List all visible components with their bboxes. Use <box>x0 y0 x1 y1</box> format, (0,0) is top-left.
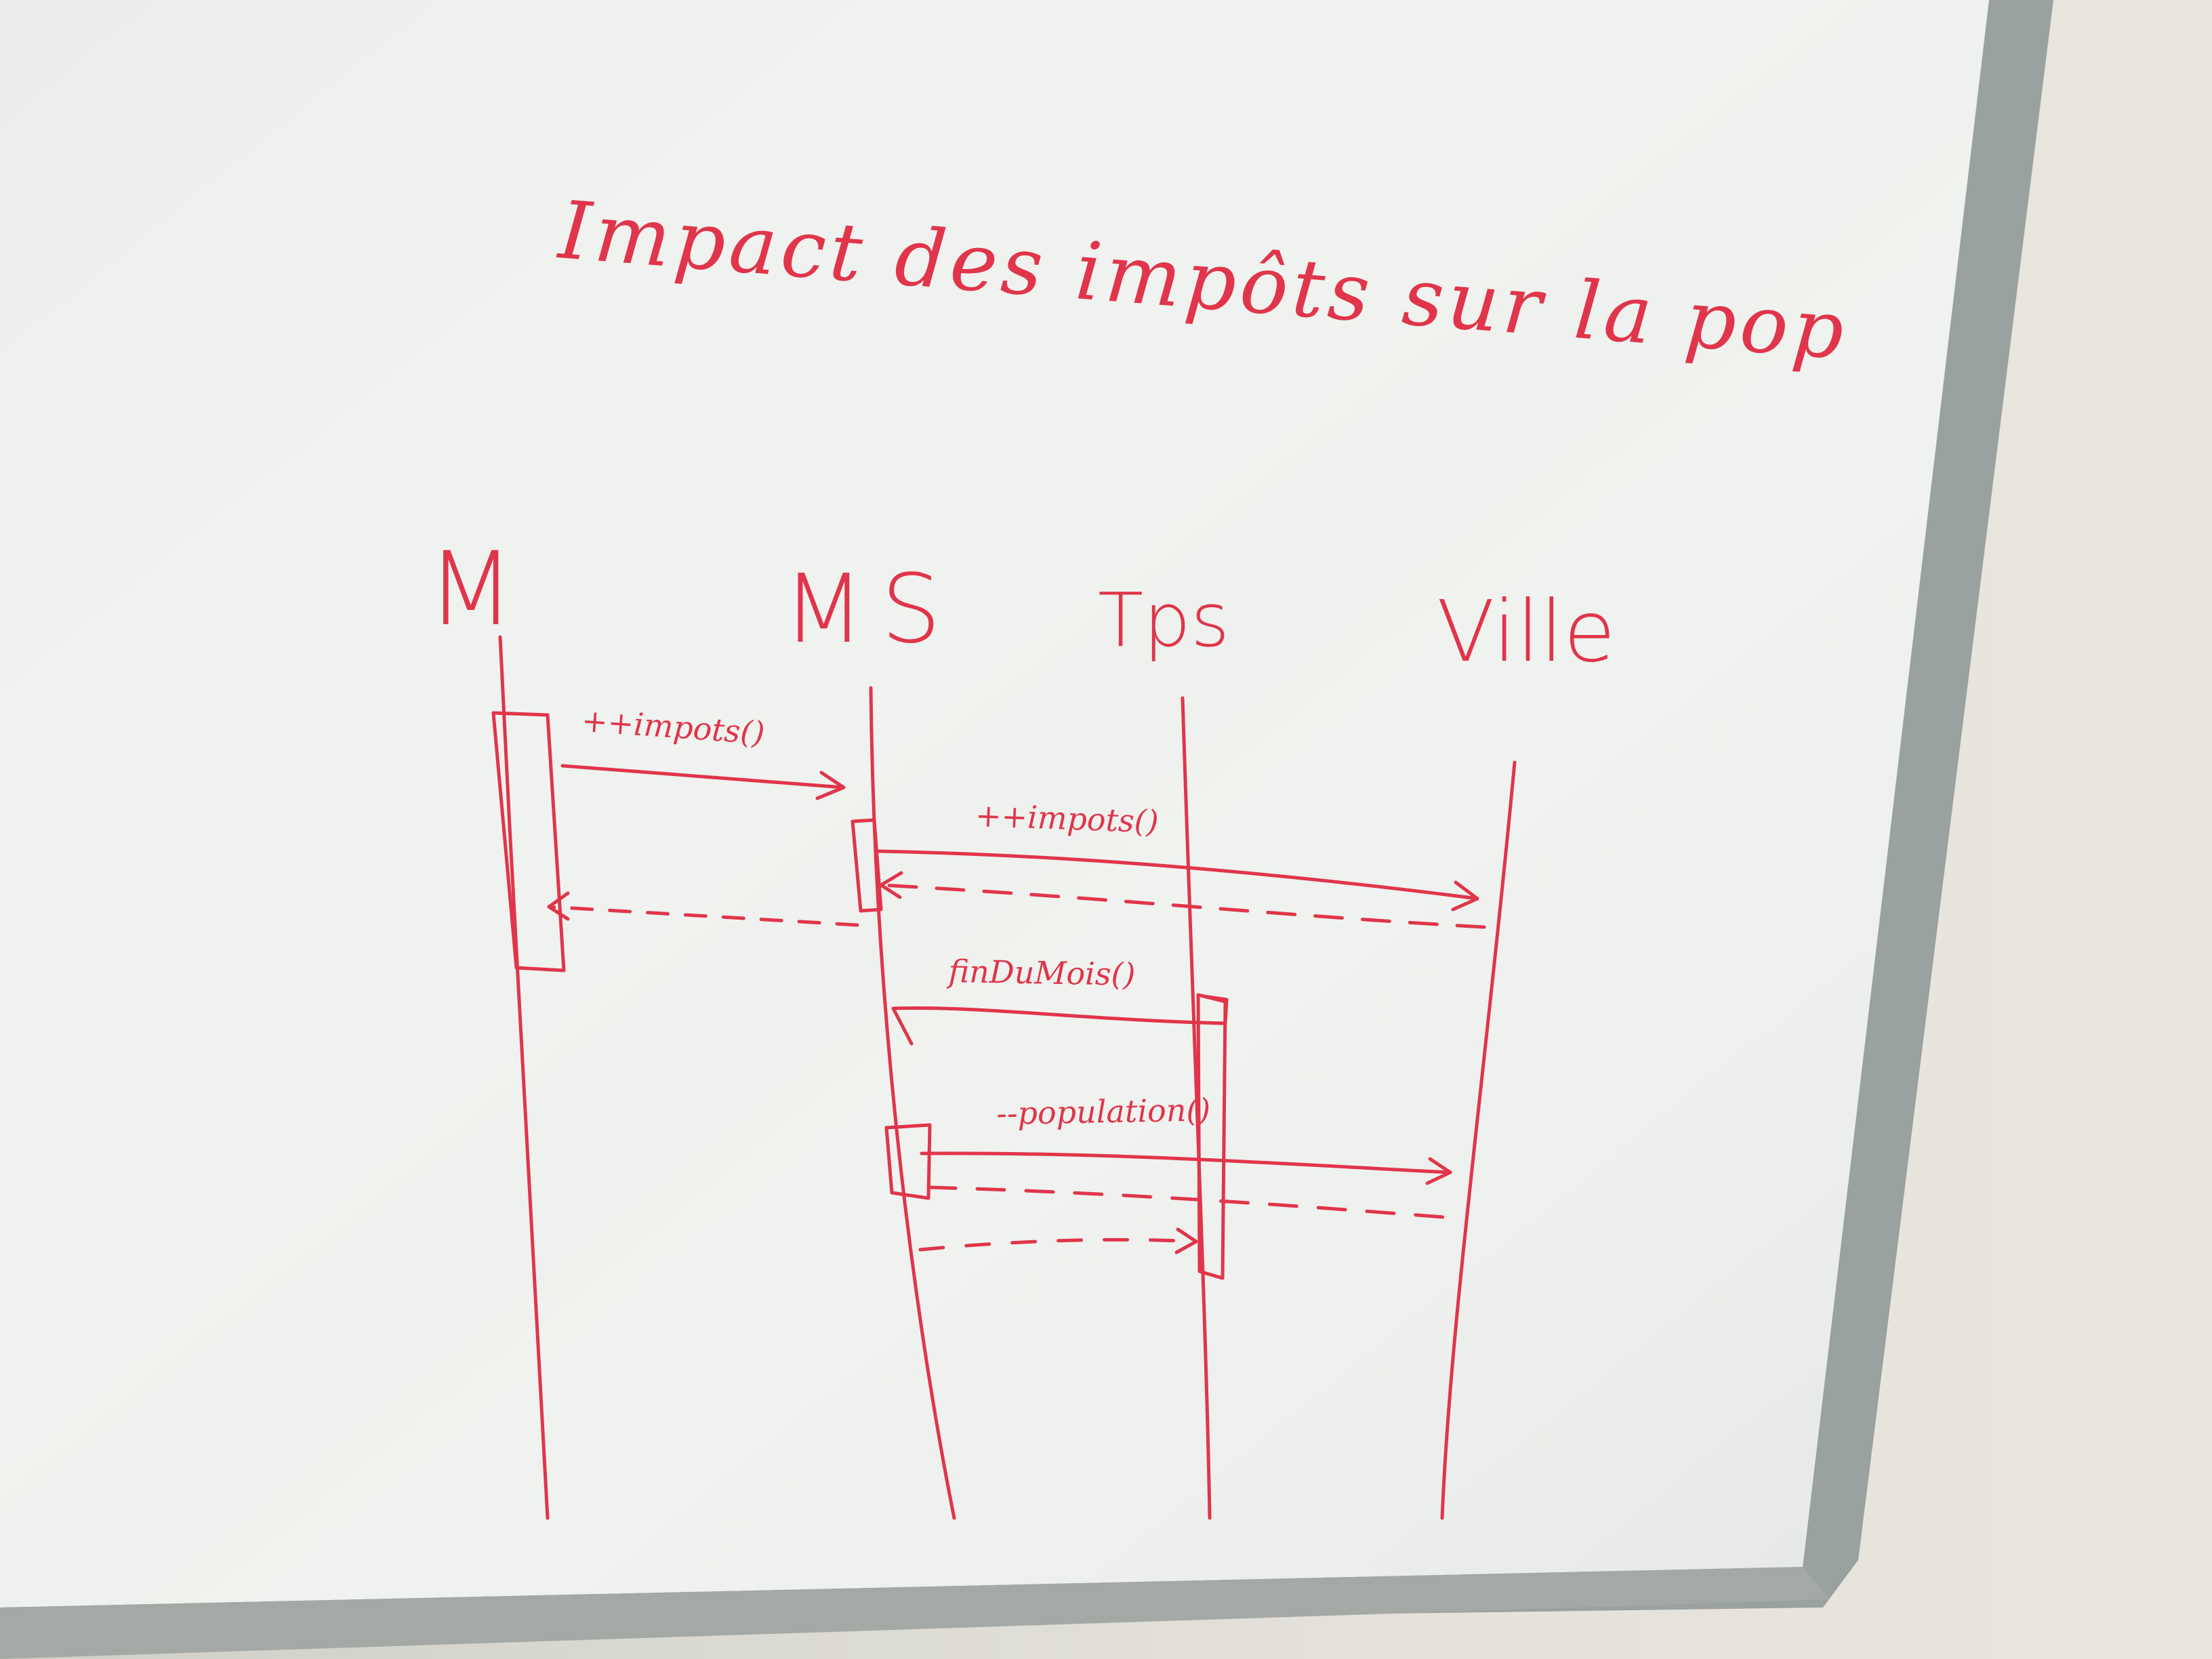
actor-label-ms: MS <box>783 554 958 665</box>
message-label-findumois: finDuMois() <box>948 953 1136 993</box>
lifeline-ville <box>1440 760 1517 1520</box>
return-arrowhead-4 <box>1174 1227 1198 1254</box>
actor-label-m: M <box>427 531 515 649</box>
actor-label-tps: Tps <box>1098 577 1230 663</box>
return-arrowhead-1 <box>547 891 570 921</box>
return-arrowhead-2 <box>879 871 903 899</box>
message-label-impots-2: ++impots() <box>975 797 1160 840</box>
arrow-impots-1 <box>560 764 846 790</box>
arrow-findumois <box>891 994 1229 1046</box>
arrow-impots-2 <box>876 849 1479 901</box>
arrowhead-population <box>1425 1157 1452 1185</box>
arrow-population <box>920 1151 1452 1174</box>
lifeline-m <box>498 635 550 1520</box>
board-glare <box>0 0 1989 1607</box>
return-arrow-3 <box>926 1185 1446 1219</box>
return-arrow-4 <box>918 1237 1198 1252</box>
lifeline-ms <box>869 686 956 1520</box>
arrowhead-impots-1 <box>815 771 846 800</box>
board-tray <box>0 1567 1830 1659</box>
return-arrow-1 <box>547 905 859 927</box>
activation-m <box>491 711 566 972</box>
activation-ms <box>851 818 883 913</box>
activation-ms-2 <box>884 1123 932 1200</box>
return-arrow-2 <box>879 883 1486 929</box>
actor-label-ville: Ville <box>1437 583 1616 681</box>
arrowhead-impots-2 <box>1451 880 1479 912</box>
message-label-population: --population() <box>996 1091 1211 1132</box>
